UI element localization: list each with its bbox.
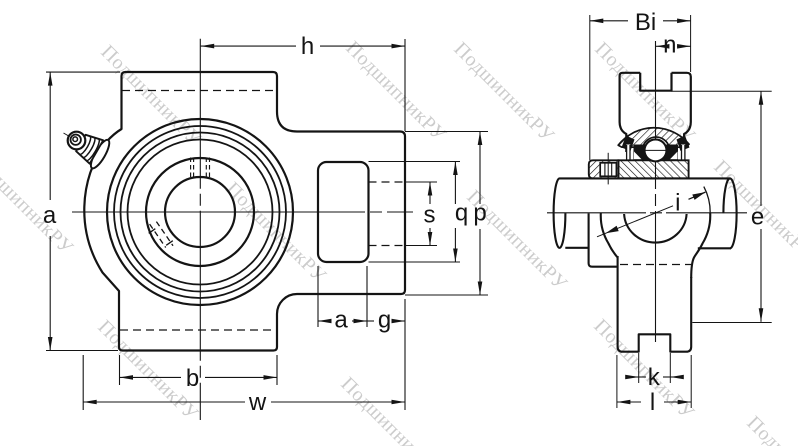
svg-text:k: k <box>648 364 661 391</box>
svg-text:p: p <box>473 200 486 227</box>
svg-text:l: l <box>650 389 655 416</box>
svg-text:w: w <box>248 389 267 416</box>
svg-text:e: e <box>751 204 764 231</box>
svg-text:q: q <box>455 200 468 227</box>
svg-text:s: s <box>424 202 436 229</box>
svg-text:g: g <box>378 307 391 334</box>
svg-text:Bi: Bi <box>635 9 656 36</box>
svg-text:a: a <box>43 202 57 229</box>
svg-text:a: a <box>334 307 348 334</box>
svg-text:i: i <box>675 190 680 217</box>
svg-text:b: b <box>186 365 199 392</box>
svg-text:n: n <box>663 32 676 59</box>
svg-text:h: h <box>301 33 314 60</box>
